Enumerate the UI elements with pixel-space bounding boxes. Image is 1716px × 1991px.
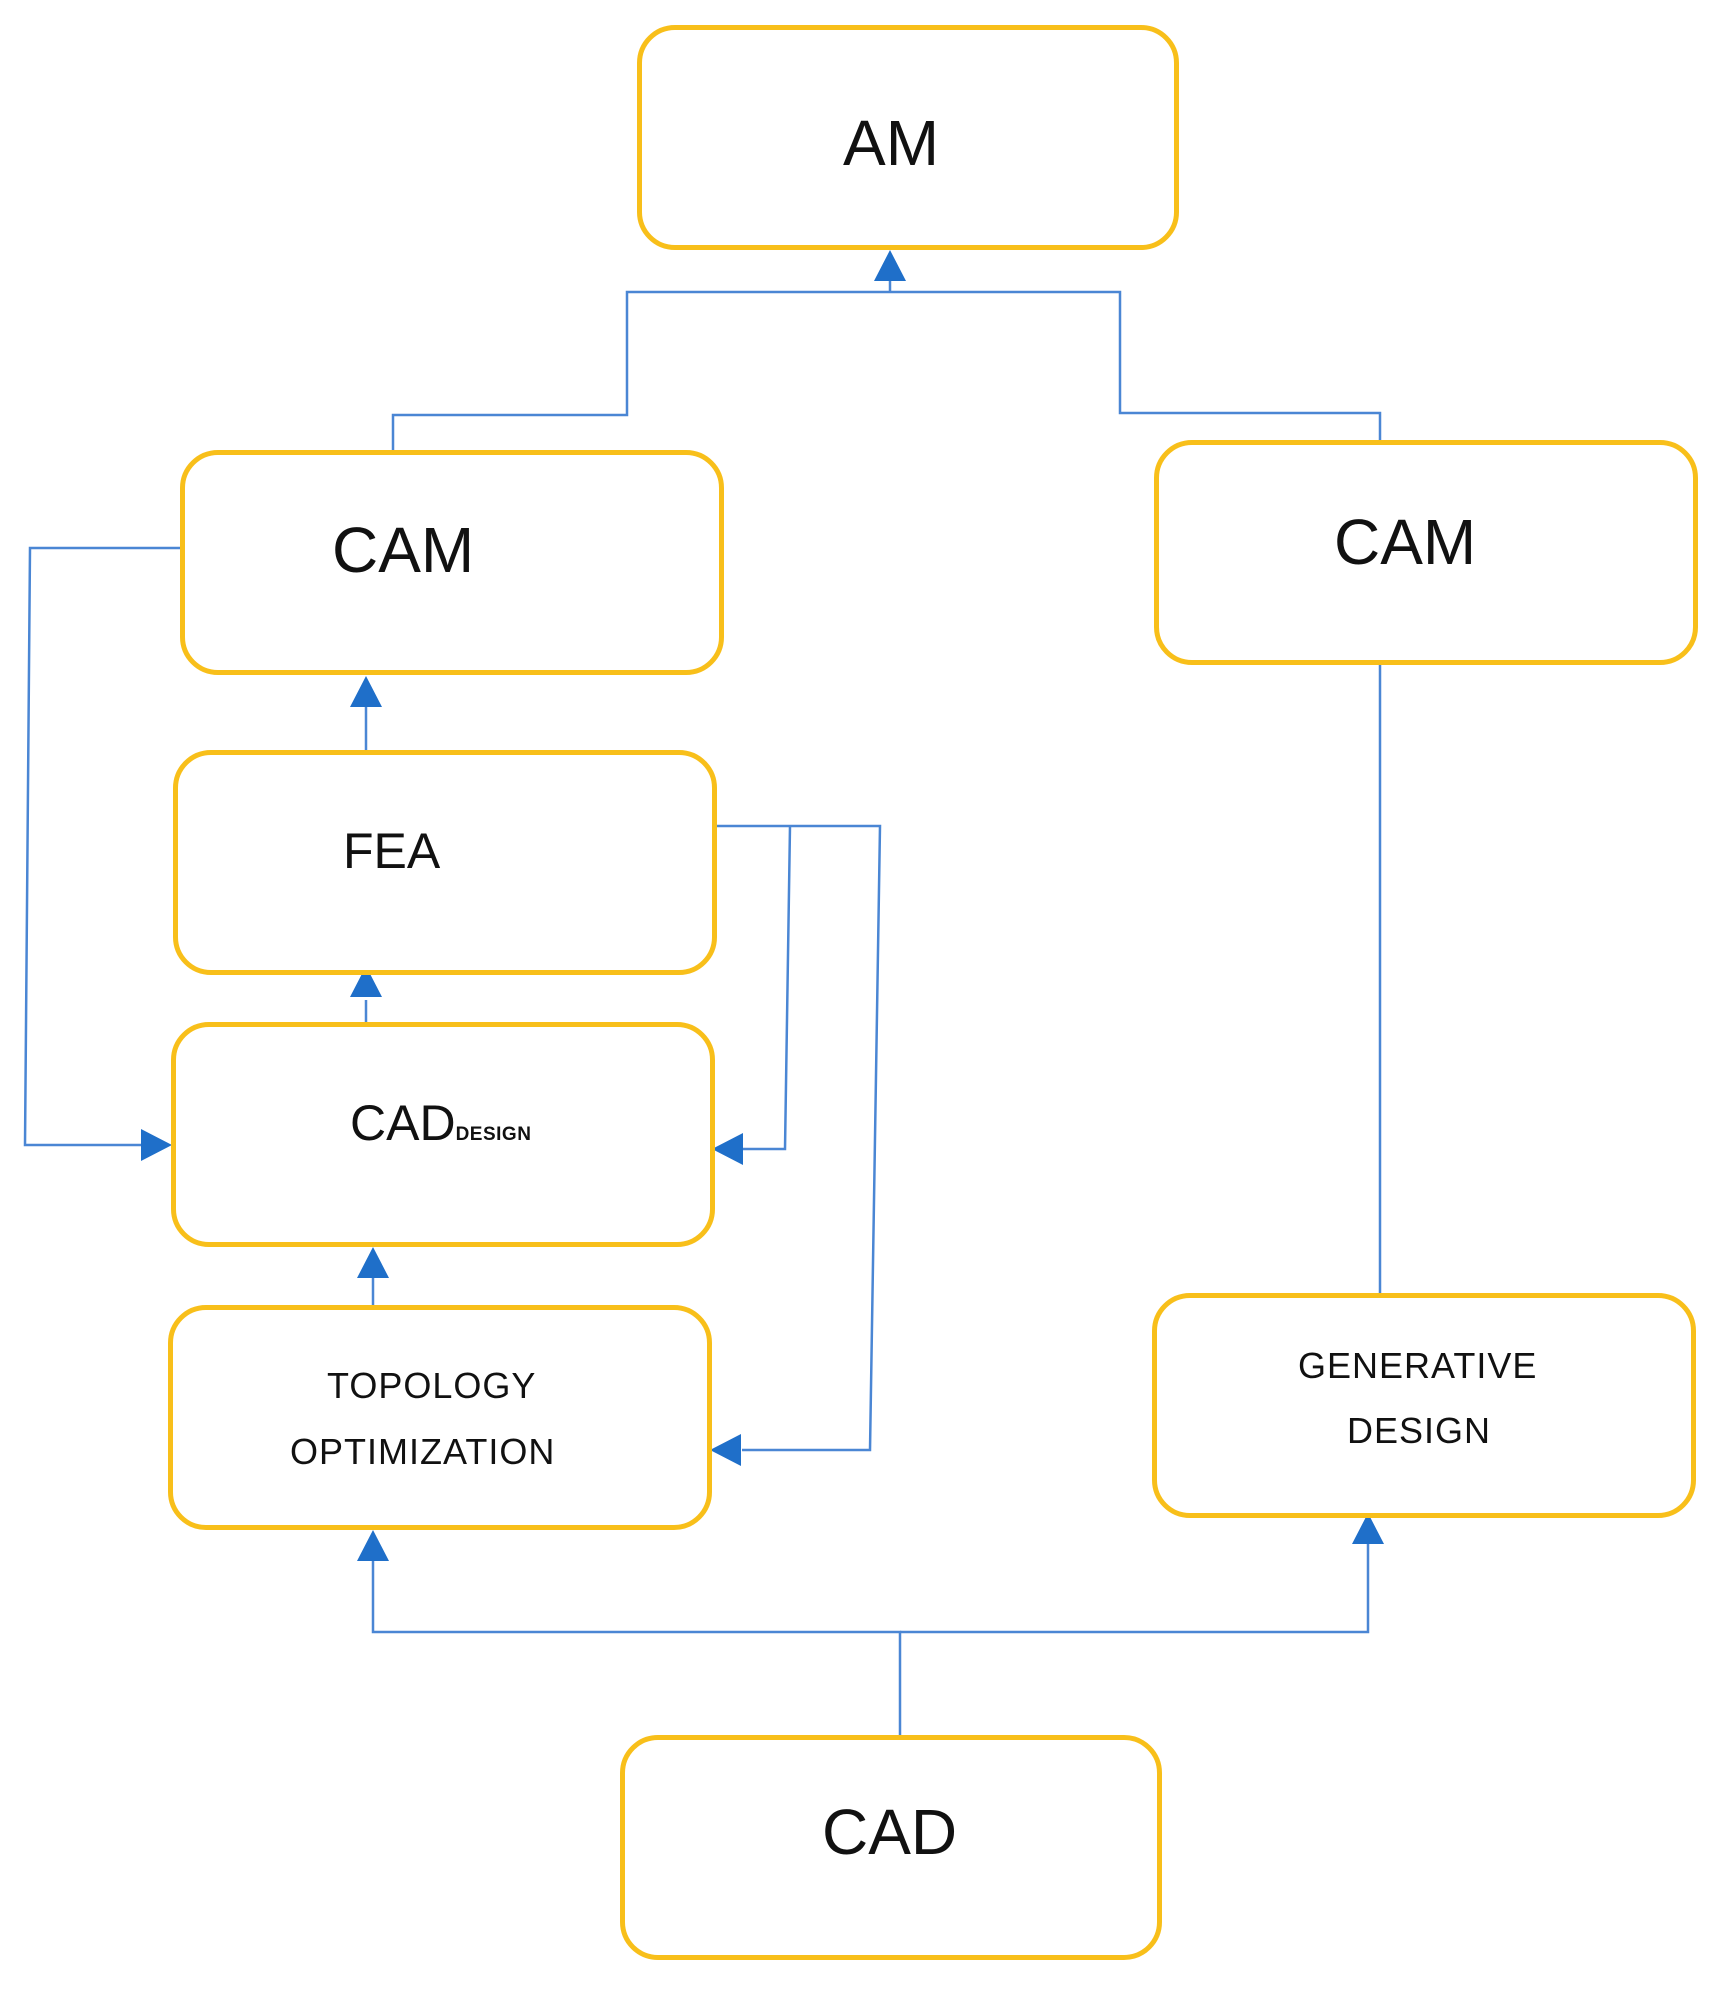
edge-cam-left-to-cad-design bbox=[23, 546, 180, 1147]
arrowhead-cam-left bbox=[350, 676, 382, 707]
cad-design-main-text: CAD bbox=[350, 1095, 456, 1151]
cam-left-label: CAM bbox=[332, 514, 475, 586]
am-label: AM bbox=[843, 107, 939, 179]
cad-design-subscript: DESIGN bbox=[455, 1124, 532, 1145]
generative-line-2: DESIGN bbox=[1347, 1410, 1492, 1451]
cam-right-box bbox=[1154, 440, 1698, 665]
topology-optimization-box bbox=[168, 1305, 712, 1530]
edge-cam-left-to-am bbox=[391, 290, 1382, 450]
edge-cad-to-generative bbox=[900, 1543, 1370, 1634]
arrowhead-cad-design-right bbox=[712, 1133, 743, 1165]
arrowhead-topology-right bbox=[710, 1434, 741, 1466]
edge-fea-to-topology bbox=[742, 825, 792, 1151]
fea-label: FEA bbox=[343, 823, 441, 879]
generative-line-1: GENERATIVE bbox=[1298, 1345, 1538, 1386]
arrowhead-am bbox=[874, 250, 906, 281]
cam-right-label: CAM bbox=[1334, 506, 1477, 578]
edge-cad-to-topology bbox=[371, 1560, 902, 1735]
cad-design-label: CADDESIGN bbox=[350, 1098, 531, 1148]
topology-line-2: OPTIMIZATION bbox=[290, 1431, 556, 1472]
topology-line-1: TOPOLOGY bbox=[327, 1365, 537, 1406]
arrowhead-cad-design bbox=[357, 1247, 389, 1278]
cad-label: CAD bbox=[822, 1796, 958, 1868]
edge-fea-to-cad-design bbox=[717, 824, 882, 1452]
cad-box bbox=[620, 1735, 1162, 1960]
fea-box bbox=[173, 750, 717, 975]
arrowhead-generative bbox=[1352, 1513, 1384, 1544]
cam-left-box bbox=[180, 450, 724, 675]
arrowhead-cad-design-left bbox=[141, 1129, 172, 1161]
arrowhead-fea bbox=[350, 966, 382, 997]
generative-design-box bbox=[1152, 1293, 1696, 1518]
cad-design-box bbox=[171, 1022, 715, 1247]
am-box bbox=[637, 25, 1179, 250]
arrowhead-topology-bottom bbox=[357, 1530, 389, 1561]
